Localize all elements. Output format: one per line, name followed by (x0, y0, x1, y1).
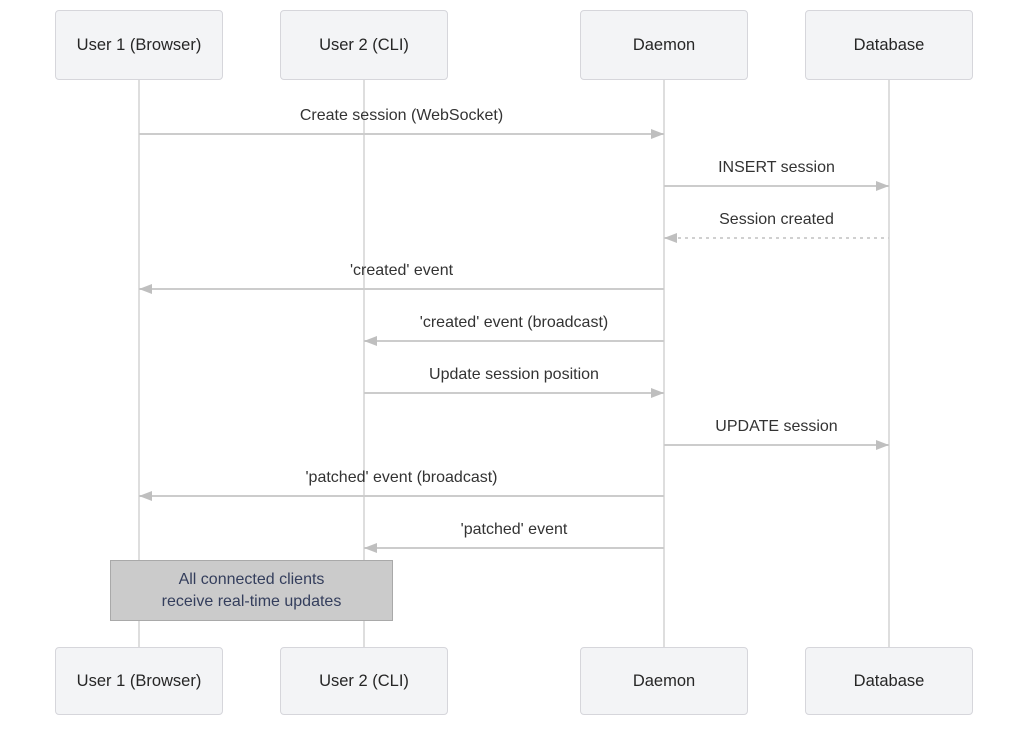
participant-bottom-daemon: Daemon (580, 647, 748, 715)
participant-bottom-user2: User 2 (CLI) (280, 647, 448, 715)
message-patched-event: 'patched' event (364, 519, 664, 553)
message-insert-session: INSERT session (664, 157, 889, 191)
participant-label: User 2 (CLI) (319, 35, 409, 54)
lifeline-user1 (138, 80, 140, 647)
message-line (139, 495, 664, 497)
message-label: UPDATE session (715, 418, 838, 435)
participant-bottom-user1: User 1 (Browser) (55, 647, 223, 715)
message-label: 'created' event (349, 262, 454, 279)
arrowhead-left (364, 543, 377, 553)
participant-bottom-database: Database (805, 647, 973, 715)
arrowhead-left (364, 336, 377, 346)
message-line (664, 444, 889, 446)
message-line (139, 133, 664, 135)
participant-label: User 2 (CLI) (319, 671, 409, 690)
message-update-session-position: Update session position (364, 364, 664, 398)
message-line-dashed (664, 237, 889, 239)
lifeline-database (888, 80, 890, 647)
note-line: receive real-time updates (161, 592, 342, 610)
arrowhead-left (139, 491, 152, 501)
participant-label: Database (853, 671, 925, 690)
message-label: Update session position (429, 366, 599, 383)
message-line (364, 547, 664, 549)
message-create-session: Create session (WebSocket) (139, 105, 664, 139)
arrowhead-right (876, 440, 889, 450)
arrowhead-right (876, 181, 889, 191)
message-created-event: 'created' event (139, 260, 664, 294)
participant-label: User 1 (Browser) (76, 671, 202, 690)
message-line (364, 340, 664, 342)
message-line (364, 392, 664, 394)
participant-top-daemon: Daemon (580, 10, 748, 80)
message-patched-event-broadcast: 'patched' event (broadcast) (139, 467, 664, 501)
participant-label: Database (853, 35, 925, 54)
message-update-session: UPDATE session (664, 416, 889, 450)
arrowhead-left (139, 284, 152, 294)
note-box: All connected clients receive real-time … (110, 560, 393, 621)
arrowhead-right (651, 388, 664, 398)
message-session-created: Session created (664, 209, 889, 243)
participant-label: Daemon (632, 671, 696, 690)
participant-top-database: Database (805, 10, 973, 80)
message-line (664, 185, 889, 187)
participant-label: User 1 (Browser) (76, 35, 202, 54)
participant-top-user2: User 2 (CLI) (280, 10, 448, 80)
message-label: Session created (719, 211, 834, 228)
note-line: All connected clients (178, 570, 325, 588)
lifeline-daemon (663, 80, 665, 647)
message-created-event-broadcast: 'created' event (broadcast) (364, 312, 664, 346)
arrowhead-left (664, 233, 677, 243)
message-label: 'created' event (broadcast) (419, 314, 609, 331)
message-label: 'patched' event (broadcast) (305, 469, 498, 486)
message-label: 'patched' event (460, 521, 568, 538)
participant-label: Daemon (632, 35, 696, 54)
arrowhead-right (651, 129, 664, 139)
lifeline-user2 (363, 80, 365, 647)
message-line (139, 288, 664, 290)
participant-top-user1: User 1 (Browser) (55, 10, 223, 80)
message-label: INSERT session (718, 159, 835, 176)
message-label: Create session (WebSocket) (299, 107, 504, 124)
